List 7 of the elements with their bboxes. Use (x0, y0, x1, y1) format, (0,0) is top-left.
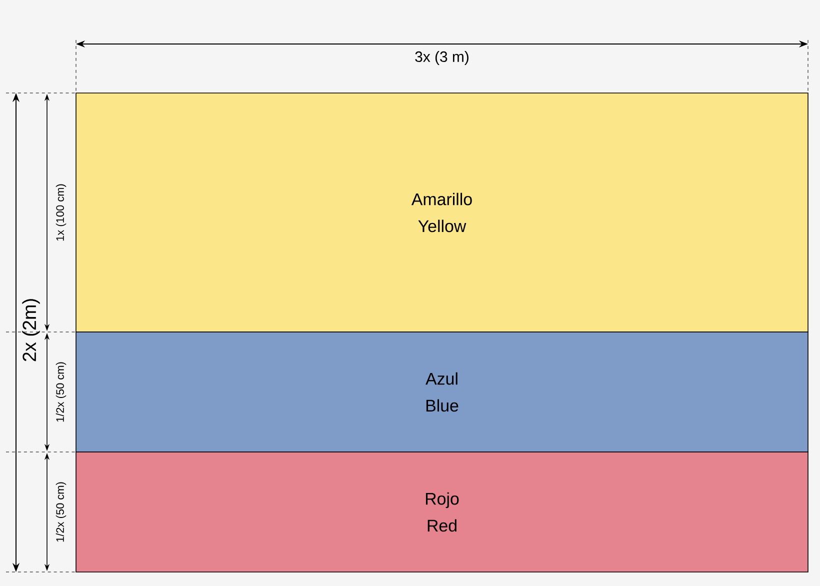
flag-stripe: Azul Blue (76, 332, 808, 452)
dimension-label: 1/2x (50 cm) (56, 362, 66, 422)
dimension-label: 2x (2m) (22, 299, 40, 362)
dimension-label: 3x (3 m) (415, 51, 468, 65)
dimension-label: 1/2x (50 cm) (56, 482, 66, 542)
flag-stripe: Rojo Red (76, 452, 808, 572)
flag-stripe: Amarillo Yellow (76, 92, 808, 332)
